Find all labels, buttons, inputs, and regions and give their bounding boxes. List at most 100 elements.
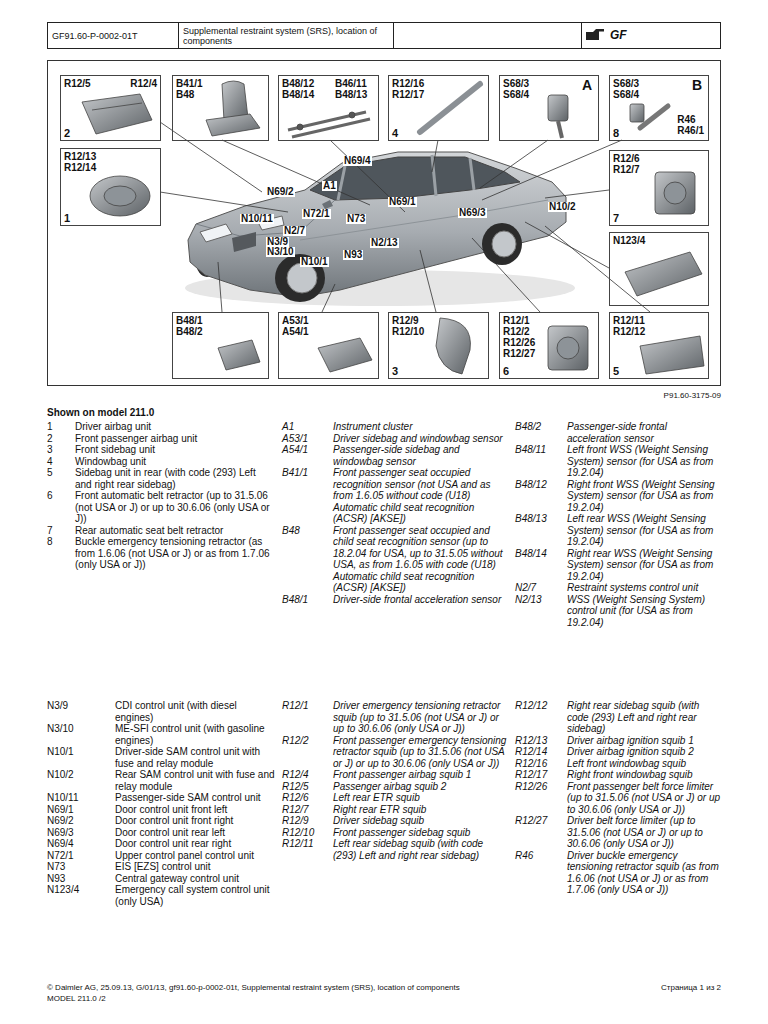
callout-number: 5 xyxy=(613,365,619,377)
callout-code: N3/9 xyxy=(266,237,289,247)
legend-column: R12/12Right rear sidebag squib (with cod… xyxy=(515,700,721,896)
component-code: R12/2 xyxy=(282,735,333,770)
legend-row: B48/12Right front WSS (Weight Sensing Sy… xyxy=(515,479,721,514)
car-illustration xyxy=(492,231,516,257)
component-code: 8 xyxy=(47,536,75,571)
legend-row: N69/1Door control unit front left xyxy=(47,804,275,816)
component-description: Upper control panel control unit xyxy=(115,850,275,862)
car-illustration xyxy=(185,152,575,306)
callout-number: 7 xyxy=(613,212,619,224)
component-description: Left front windowbag squib xyxy=(567,758,721,770)
leader-lines xyxy=(218,262,222,312)
illustration-frame xyxy=(48,61,721,386)
component-pictures xyxy=(104,186,136,206)
component-pictures xyxy=(630,104,644,122)
car-illustration xyxy=(322,200,333,209)
component-description: Driver belt force limiter (up to 31.5.06… xyxy=(567,815,721,850)
view-letter: B xyxy=(692,78,702,93)
component-code: 1 xyxy=(47,421,75,433)
component-code: B48/11 xyxy=(515,444,567,479)
header-empty-cell xyxy=(394,23,582,49)
legend-row: A1Instrument cluster xyxy=(282,421,508,433)
component-description: Right rear sidebag squib (with code (293… xyxy=(567,700,721,735)
component-description: Door control unit rear left xyxy=(115,827,275,839)
callout-code: N72/1 xyxy=(302,209,331,219)
component-description: Rear automatic seat belt retractor xyxy=(75,525,275,537)
legend-row: 7Rear automatic seat belt retractor xyxy=(47,525,275,537)
component-description: Driver airbag unit xyxy=(75,421,275,433)
legend-row: B48/11Left front WSS (Weight Sensing Sys… xyxy=(515,444,721,479)
callout-code: N73 xyxy=(346,214,366,224)
component-code: N3/9 xyxy=(47,700,115,723)
part-code: B48/1 B48/2 xyxy=(176,315,203,337)
component-code: N10/1 xyxy=(47,746,115,769)
component-pictures xyxy=(548,326,588,370)
part-code: B41/1 B48 xyxy=(176,78,203,100)
legend-row: N10/11Passenger-side SAM control unit xyxy=(47,792,275,804)
footer-text: MODEL 211.0 /2 xyxy=(47,994,106,1003)
component-code: N10/2 xyxy=(47,769,115,792)
manual-hand-icon xyxy=(586,29,604,40)
component-description: Emergency call system control unit (only… xyxy=(115,884,275,907)
callout-number: 1 xyxy=(64,212,70,224)
component-description: Door control unit rear right xyxy=(115,838,275,850)
legend-row: B48Front passenger seat occupied and chi… xyxy=(282,525,508,594)
legend-row: N10/1Driver-side SAM control unit with f… xyxy=(47,746,275,769)
header-empty-cell xyxy=(394,23,582,49)
legend-row: R12/2Front passenger emergency tensionin… xyxy=(282,735,508,770)
component-description: Front passenger seat occupied recognitio… xyxy=(333,467,508,525)
component-pictures xyxy=(640,336,704,374)
car-illustration xyxy=(287,263,317,293)
component-code: 4 xyxy=(47,456,75,468)
component-pictures xyxy=(436,318,470,374)
legend-column: 1Driver airbag unit2Front passenger airb… xyxy=(47,421,275,571)
component-code: N123/4 xyxy=(47,884,115,907)
legend-row: N123/4Emergency call system control unit… xyxy=(47,884,275,907)
part-code: B46/11 B48/13 xyxy=(335,78,367,100)
legend-row: R12/10Front passenger sidebag squib xyxy=(282,827,508,839)
component-code: B41/1 xyxy=(282,467,333,525)
legend-row: N73EIS [EZS] control unit xyxy=(47,861,275,873)
legend-row: 4Windowbag unit xyxy=(47,456,275,468)
component-code: B48/13 xyxy=(515,513,567,548)
component-code: R12/5 xyxy=(282,781,333,793)
legend-column: N3/9CDI control unit (with diesel engine… xyxy=(47,700,275,907)
legend-row: R12/6Left rear ETR squib xyxy=(282,792,508,804)
component-pictures xyxy=(664,182,686,204)
component-description: Front passenger airbag squib 1 xyxy=(333,769,508,781)
legend-row: R46Driver buckle emergency tensioning re… xyxy=(515,850,721,896)
component-code: R46 xyxy=(515,850,567,896)
component-code: B48/12 xyxy=(515,479,567,514)
legend-row: 3Front sidebag unit xyxy=(47,444,275,456)
component-description: Sidebag unit in rear (with code (293) Le… xyxy=(75,467,275,490)
callout-code: N69/3 xyxy=(458,208,487,218)
component-pictures xyxy=(640,106,668,128)
component-description: Left rear WSS (Weight Sensing System) se… xyxy=(567,513,721,548)
legend-row: A53/1Driver sidebag and windowbag sensor xyxy=(282,433,508,445)
component-description: Passenger airbag squib 2 xyxy=(333,781,508,793)
car-illustration xyxy=(338,155,474,200)
legend-row: 1Driver airbag unit xyxy=(47,421,275,433)
leader-lines xyxy=(420,250,436,312)
legend-row: 2Front passenger airbag unit xyxy=(47,433,275,445)
component-description: Front passenger emergency tensioning ret… xyxy=(333,735,508,770)
component-code: B48/14 xyxy=(515,548,567,583)
component-code: R12/27 xyxy=(515,815,567,850)
component-description: CDI control unit (with diesel engines) xyxy=(115,700,275,723)
view-letter: A xyxy=(582,78,592,93)
component-pictures xyxy=(558,121,562,138)
callout-number: 3 xyxy=(392,365,398,377)
component-code: R12/12 xyxy=(515,700,567,735)
leader-lines xyxy=(480,140,548,188)
component-description: Instrument cluster xyxy=(333,421,508,433)
component-box: R12/9 R12/103 xyxy=(388,312,489,379)
component-box: S68/3 S68/4BR46 R46/18 xyxy=(609,75,709,141)
component-description: Left front WSS (Weight Sensing System) s… xyxy=(567,444,721,479)
component-box: R12/1 R12/2 R12/26 R12/276 xyxy=(499,312,599,379)
header-cell: GF xyxy=(581,22,721,49)
component-description: Driver buckle emergency tensioning retra… xyxy=(567,850,721,896)
component-code: A54/1 xyxy=(282,444,333,467)
component-pictures xyxy=(206,114,260,136)
component-box: N123/4 xyxy=(609,232,709,306)
illustration-frame xyxy=(48,61,721,386)
